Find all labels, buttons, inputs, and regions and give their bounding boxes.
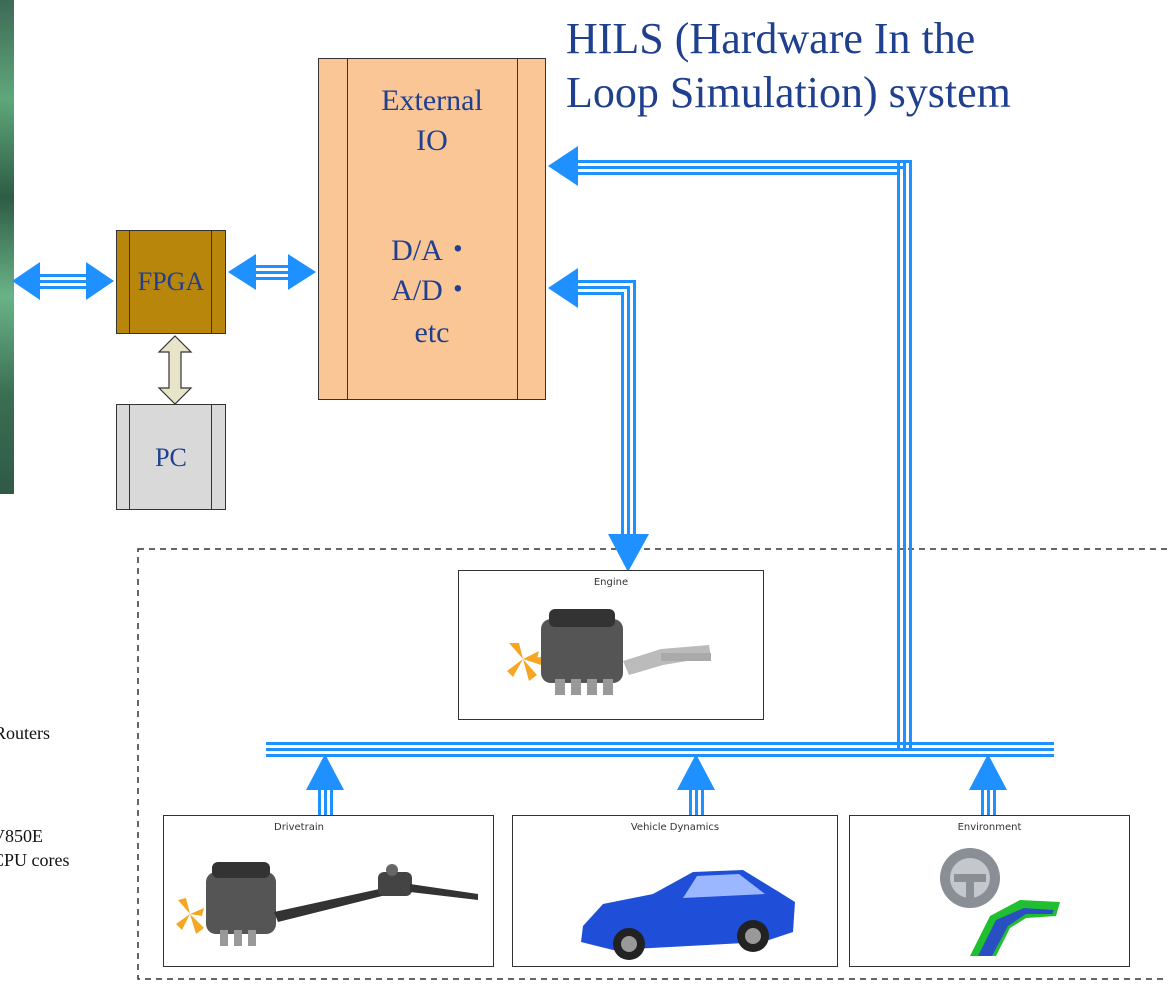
- fpga-box: FPGA: [116, 230, 226, 334]
- vehicle-bus-arrow: [677, 754, 715, 816]
- vehicle-dynamics-label: Vehicle Dynamics: [630, 822, 720, 833]
- title-line-1: HILS (Hardware In the: [566, 14, 976, 63]
- drivetrain-image: [176, 862, 478, 946]
- engine-module: Engine: [458, 570, 764, 720]
- external-io-label-5: etc: [414, 316, 450, 349]
- fpga-io-arrow: [228, 254, 316, 290]
- external-io-label-1: External: [381, 84, 483, 117]
- drivetrain-label: Drivetrain: [274, 822, 324, 833]
- v850e-note: V850E: [0, 826, 43, 846]
- photo-fpga-arrow: [12, 262, 114, 300]
- io-engine-line: [548, 268, 649, 572]
- engine-image: [507, 609, 711, 695]
- fpga-label: FPGA: [137, 267, 205, 296]
- vehicle-dynamics-module: Vehicle Dynamics: [512, 815, 838, 967]
- environment-bus-arrow: [969, 754, 1007, 816]
- title-line-2: Loop Simulation) system: [566, 68, 1011, 117]
- drivetrain-bus-arrow: [306, 754, 344, 816]
- environment-image: [940, 848, 1060, 956]
- external-io-label-3: D/A・: [391, 234, 473, 267]
- engine-label: Engine: [593, 577, 629, 588]
- pc-box: PC: [116, 404, 226, 510]
- environment-label: Environment: [957, 822, 1022, 833]
- environment-module: Environment: [849, 815, 1130, 967]
- external-io-label-2: IO: [416, 124, 448, 157]
- cpu-cores-note: CPU cores: [0, 850, 70, 870]
- bus: [266, 742, 1054, 757]
- external-io-label-4: A/D・: [391, 274, 473, 307]
- pc-label: PC: [155, 443, 187, 472]
- environment-return-line: [548, 146, 912, 750]
- vehicle-image: [581, 870, 795, 960]
- drivetrain-module: Drivetrain: [163, 815, 494, 967]
- simulation-boundary: [137, 548, 1168, 980]
- routers-note: Routers: [0, 723, 50, 743]
- board-photo: [0, 0, 14, 494]
- external-io-box: External IO D/A・ A/D・ etc: [318, 58, 546, 400]
- page-title: HILS (Hardware In the Loop Simulation) s…: [566, 12, 1126, 120]
- fpga-pc-arrow: [157, 335, 193, 405]
